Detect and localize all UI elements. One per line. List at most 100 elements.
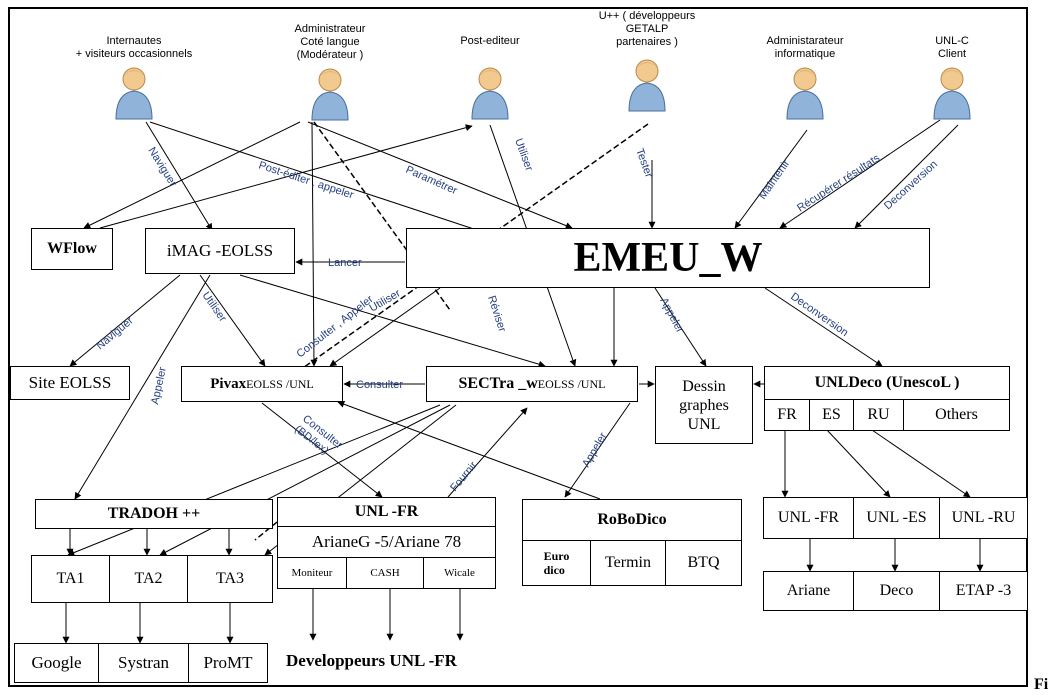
actor-label: Internautes + visiteurs occasionnels <box>75 35 193 60</box>
tradoh-box: TRADOH ++ <box>35 499 273 529</box>
actor-internautes: Internautes + visiteurs occasionnels <box>59 35 209 121</box>
lang-es: ES <box>810 400 854 430</box>
target-unl-es: UNL -ES <box>854 498 940 538</box>
user-icon <box>115 67 153 120</box>
edge-appeler-dessin <box>654 287 707 367</box>
edge-sectra-ta1 <box>67 404 441 556</box>
edge-maintenir <box>734 129 808 229</box>
dessin-box: Dessin graphes UNL <box>655 366 753 444</box>
wflow-box: WFlow <box>31 228 113 270</box>
unldeco-langs: FR ES RU Others <box>764 399 1010 431</box>
engine-systran: Systran <box>99 644 189 682</box>
edge-label-appeler: Appeler <box>657 296 686 335</box>
actor-uplus: U++ ( développeurs GETALP partenaires ) <box>572 10 722 113</box>
edge-parametrer <box>307 121 573 229</box>
edge-imag-pivax <box>199 274 266 367</box>
part-termin: Termin <box>591 541 666 585</box>
robodico-parts: Euro dico Termin BTQ <box>522 540 742 586</box>
edge-label-utiliser2: Utiliser <box>200 290 229 325</box>
edge-deconversion <box>854 124 959 229</box>
edge-admin-pivax <box>310 121 318 367</box>
actor-admin-info: Administarateur informatique <box>730 35 880 121</box>
edge-label-reviser: Réviser <box>485 294 508 333</box>
edge-site <box>69 274 181 367</box>
tool-wicale: Wicale <box>444 567 475 579</box>
sectra-subtitle: EOLSS /UNL <box>537 376 606 391</box>
gen-etap: ETAP -3 <box>955 582 1012 599</box>
edge-fournir <box>447 407 528 498</box>
user-icon <box>311 68 349 121</box>
generators-row: Ariane Deco ETAP -3 <box>763 571 1028 611</box>
part-eurodico: Euro dico <box>523 541 591 585</box>
part-btq: BTQ <box>687 554 720 571</box>
user-icon <box>471 67 509 120</box>
edge-naviguer <box>145 121 213 231</box>
imag-box: iMAG -EOLSS <box>145 228 295 274</box>
gen-deco: Deco <box>854 572 940 610</box>
actor-label: UNL-C Client <box>935 35 969 60</box>
edge-post-editer <box>149 121 499 239</box>
engine-google: Google <box>15 644 99 682</box>
edge-sectra-ta2 <box>159 404 451 556</box>
edge-utiliser3 <box>239 274 546 368</box>
robodico-box: RoBoDico <box>522 499 742 541</box>
user-icon <box>628 59 666 112</box>
unlfr-tools: Moniteur CASH Wicale <box>277 557 496 589</box>
edge-label-utiliser: Utiliser <box>512 137 535 173</box>
target-unl-ru: UNL -RU <box>951 509 1016 526</box>
sectra-title: SECTra _w <box>458 375 538 392</box>
actor-label: Administarateur informatique <box>766 35 844 60</box>
edge-appeler-robodico <box>564 402 631 498</box>
target-unl-fr: UNL -FR <box>764 498 854 538</box>
edge-robodico-pivax <box>337 400 601 500</box>
edge-label-appeler3: Appeler <box>580 430 610 469</box>
lang-others: Others <box>935 406 978 423</box>
site-eolss-box: Site EOLSS <box>10 366 130 400</box>
edge-label-consulter: Consulter <box>356 379 403 391</box>
edge-label-naviguer2: Naviguer <box>94 315 136 353</box>
figure-label: Fi <box>1034 676 1049 693</box>
edge-recuperer <box>779 119 941 229</box>
edge-admin-wflow <box>83 121 301 229</box>
edge-label-deconversion: Deconversion <box>882 158 940 212</box>
ta-row: TA1 TA2 TA3 <box>31 555 273 603</box>
pivax-title: Pivax <box>210 375 247 392</box>
engines-row: Google Systran ProMT <box>14 643 268 683</box>
user-icon <box>933 67 971 120</box>
actor-label: Administrateur Coté langue (Modérateur ) <box>294 23 366 61</box>
edge-deconversion2 <box>764 287 883 367</box>
actor-unlc: UNL-C Client <box>877 35 1027 121</box>
edge-label-maintenir: Maintenir <box>757 158 793 202</box>
ariane-box: ArianeG -5/Ariane 78 <box>277 526 496 558</box>
ta3: TA3 <box>215 570 245 587</box>
edge-label-parametrer: Paramétrer <box>404 164 459 197</box>
edge-consulter-appeler <box>329 287 441 367</box>
actor-admin-langue: Administrateur Coté langue (Modérateur ) <box>255 23 405 122</box>
diagram-frame <box>8 7 1028 687</box>
edge-appeler-tradoh <box>74 274 211 500</box>
sectra-box: SECTra _w EOLSS /UNL <box>426 366 638 402</box>
tool-cash: CASH <box>347 558 424 588</box>
edge-label-recuperer: Récupérer résultats <box>795 152 882 215</box>
lang-fr: FR <box>765 400 810 430</box>
actor-label: Post-editeur <box>460 35 520 47</box>
engine-promt: ProMT <box>203 653 253 672</box>
user-icon <box>786 67 824 120</box>
lang-ru: RU <box>854 400 904 430</box>
edge-label-deconversion2: Deconversion <box>788 291 850 339</box>
dev-unl-label: Developpeurs UNL -FR <box>286 651 457 670</box>
tool-moniteur: Moniteur <box>278 558 347 588</box>
edge-label-fournir: Fournir <box>448 459 480 494</box>
edge-wflow-posteditor <box>99 124 473 229</box>
emeu-box: EMEU_W <box>406 228 930 288</box>
ta2: TA2 <box>110 556 188 602</box>
edge-consulter-bd <box>261 402 383 498</box>
unl-targets: UNL -FR UNL -ES UNL -RU <box>763 497 1028 539</box>
ta1: TA1 <box>32 556 110 602</box>
edge-label-lancer: Lancer <box>328 257 362 269</box>
actor-post-editeur: Post-editeur <box>415 35 565 121</box>
pivax-subtitle: EOLSS /UNL <box>246 376 314 391</box>
gen-ariane: Ariane <box>764 572 854 610</box>
unlfr-box: UNL -FR <box>277 497 496 527</box>
